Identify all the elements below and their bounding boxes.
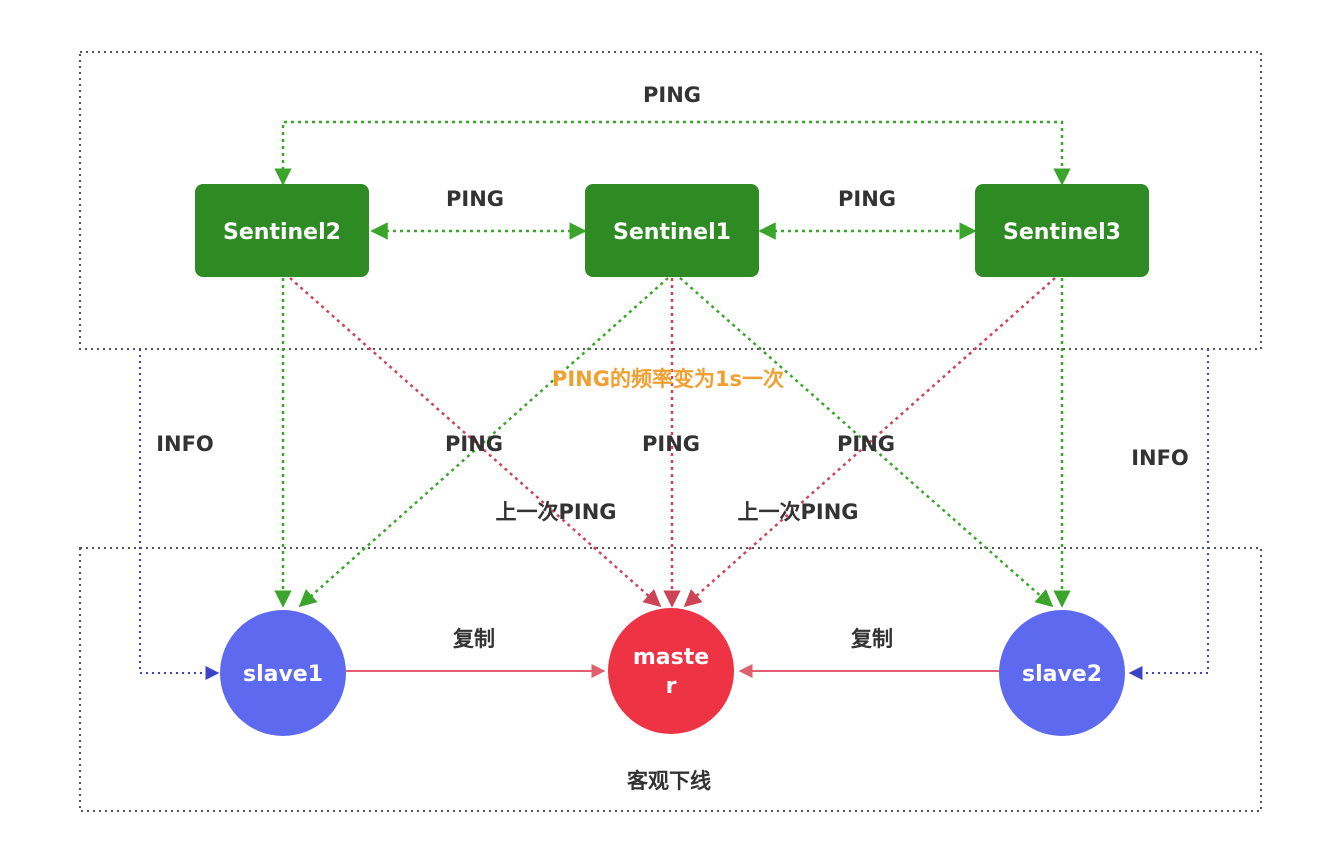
- sentinel2-node: Sentinel2: [195, 184, 369, 277]
- ping-loop-top: [274, 120, 1071, 186]
- master-node: maste r: [608, 608, 734, 734]
- slave1-label: slave1: [243, 662, 323, 687]
- sentinel1-node: Sentinel1: [585, 184, 759, 277]
- ping-frequency-note: PING的频率变为1s一次: [552, 367, 784, 391]
- data-group-frame: [79, 547, 1262, 812]
- info-right-label: INFO: [1131, 446, 1189, 470]
- ping-center-label: PING: [642, 432, 700, 456]
- sentinel3-label: Sentinel3: [1003, 220, 1121, 245]
- master-label-line2: r: [666, 674, 677, 699]
- sentinel1-label: Sentinel1: [613, 220, 731, 245]
- objective-down-label: 客观下线: [627, 769, 711, 793]
- last-ping-right-label: 上一次PING: [737, 500, 858, 524]
- master-label-line1: maste: [633, 645, 709, 670]
- ping-s1-s3-label: PING: [838, 187, 896, 211]
- slave1-node: slave1: [220, 610, 346, 736]
- ping-top-label: PING: [643, 83, 701, 107]
- sentinel3-node: Sentinel3: [975, 184, 1149, 277]
- ping-s1-slave2: [679, 277, 1054, 608]
- slave2-label: slave2: [1022, 662, 1102, 687]
- info-path-left: [139, 349, 220, 680]
- ping-s2-master: [289, 277, 662, 608]
- info-left-label: INFO: [156, 432, 214, 456]
- last-ping-left-label: 上一次PING: [495, 500, 616, 524]
- ping-s3-master: [683, 277, 1056, 608]
- sentinel2-label: Sentinel2: [223, 220, 341, 245]
- ping-diag-right-label: PING: [837, 432, 895, 456]
- replicate-right-label: 复制: [850, 627, 893, 651]
- info-path-right: [1128, 349, 1209, 680]
- replicate-left-label: 复制: [452, 627, 495, 651]
- ping-s1-slave1: [298, 277, 669, 608]
- slave2-node: slave2: [999, 610, 1125, 736]
- ping-diag-left-label: PING: [445, 432, 503, 456]
- ping-s2-s1-label: PING: [446, 187, 504, 211]
